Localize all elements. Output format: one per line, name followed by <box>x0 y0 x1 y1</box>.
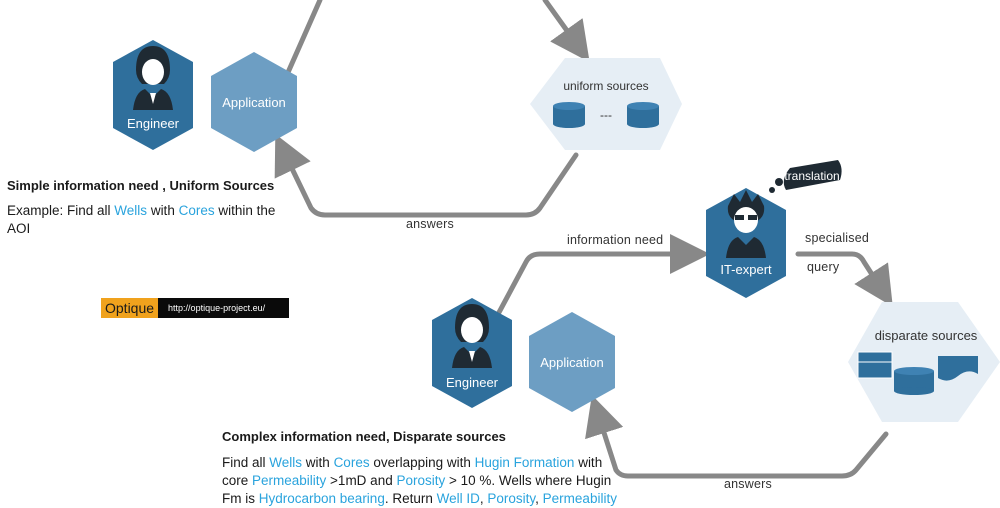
uniform-sources-label: uniform sources <box>563 79 648 93</box>
engineer-label-bottom: Engineer <box>446 375 499 390</box>
bottom-answers-arrow <box>585 394 889 479</box>
engineer-label-top: Engineer <box>127 116 180 131</box>
optique-url-link[interactable]: http://optique-project.eu/ <box>158 298 290 318</box>
query-label: query <box>807 260 840 274</box>
highlighted-term: Porosity <box>396 473 446 488</box>
engineer-node-top: Engineer <box>113 40 193 150</box>
it-expert-node: IT-expert <box>706 188 786 298</box>
engineer-icon <box>133 46 173 110</box>
disparate-sources-node: disparate sources <box>848 302 1000 422</box>
it-expert-label: IT-expert <box>720 262 772 277</box>
highlighted-term: Permeability <box>542 491 617 506</box>
information-need-arrow <box>493 234 710 321</box>
application-node-top: Application <box>211 52 297 152</box>
engineer-icon <box>452 304 492 368</box>
text-fragment: with <box>302 455 334 470</box>
highlighted-term: Wells <box>269 455 303 470</box>
it-expert-hex <box>706 188 786 298</box>
text-fragment: . Return <box>384 491 437 506</box>
highlighted-term: Cores <box>333 455 370 470</box>
highlighted-term: Wells <box>114 203 148 218</box>
text-fragment: with core <box>222 455 603 488</box>
highlighted-term: Permeability <box>252 473 327 488</box>
uniform-sources-node: uniform sources --- <box>530 58 682 150</box>
top-query-arrow <box>279 0 578 89</box>
application-hex <box>529 312 615 412</box>
data-table-icon <box>857 351 893 379</box>
text-fragment: , <box>479 491 488 506</box>
engineer-node-bottom: Engineer <box>432 298 512 408</box>
simple-need-example: Example: Find all Wells with Cores withi… <box>7 202 297 238</box>
text-fragment: overlapping with <box>369 455 475 470</box>
highlighted-term: Well ID <box>436 491 480 506</box>
highlighted-term: Hugin Formation <box>474 455 575 470</box>
complex-need-heading: Complex information need, Disparate sour… <box>222 429 506 444</box>
sources-ellipsis: --- <box>600 108 612 122</box>
bottom-answers-label: answers <box>724 477 772 491</box>
text-fragment: >1mD and <box>326 473 397 488</box>
it-expert-icon <box>726 190 766 258</box>
uniform-sources-hex <box>530 58 682 150</box>
optique-logo: Optique <box>101 298 159 318</box>
application-node-bottom: Application <box>529 312 615 412</box>
simple-need-heading: Simple information need , Uniform Source… <box>7 178 275 193</box>
specialised-query-arrow <box>795 251 893 307</box>
text-fragment: with <box>147 203 179 218</box>
disparate-sources-hex <box>848 302 1000 422</box>
highlighted-term: Porosity <box>487 491 536 506</box>
database-icon <box>894 367 934 395</box>
information-need-label: information need <box>567 233 664 247</box>
application-label-bottom: Application <box>540 355 604 370</box>
top-answers-arrow <box>274 133 579 218</box>
database-icon <box>627 102 659 128</box>
specialised-label: specialised <box>805 231 870 245</box>
text-fragment: Find all <box>222 455 270 470</box>
highlighted-term: Hydrocarbon bearing <box>258 491 385 506</box>
database-icon <box>553 102 585 128</box>
application-hex <box>211 52 297 152</box>
optique-badge[interactable]: Optique http://optique-project.eu/ <box>101 298 290 318</box>
disparate-sources-label: disparate sources <box>875 328 978 343</box>
translation-bubble: translation <box>769 160 842 193</box>
application-label-top: Application <box>222 95 286 110</box>
top-answers-label: answers <box>406 217 454 231</box>
text-fragment: within the AOI <box>7 203 276 236</box>
document-icon <box>938 356 978 381</box>
text-fragment: , <box>535 491 543 506</box>
highlighted-term: Cores <box>178 203 215 218</box>
text-fragment: Example: Find all <box>7 203 115 218</box>
translation-label: translation <box>784 169 839 183</box>
